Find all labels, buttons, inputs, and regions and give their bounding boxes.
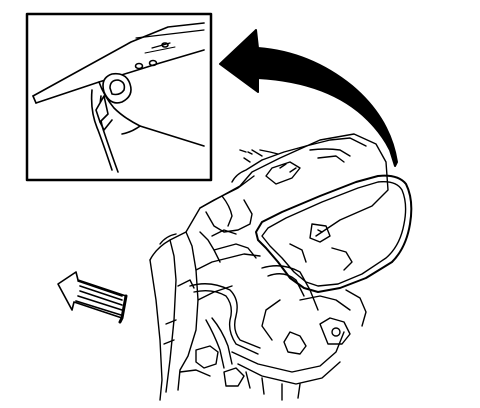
curved-callout-arrow	[219, 29, 398, 167]
weatherstrip-seal-icon	[95, 72, 132, 131]
panel-section-icon	[32, 22, 205, 173]
liftgate-weatherstrip	[255, 174, 413, 293]
vehicle-rear-body-illustration	[149, 133, 413, 401]
detail-inset	[25, 12, 213, 182]
body-outline	[149, 133, 389, 261]
view-direction-arrow	[57, 271, 128, 324]
